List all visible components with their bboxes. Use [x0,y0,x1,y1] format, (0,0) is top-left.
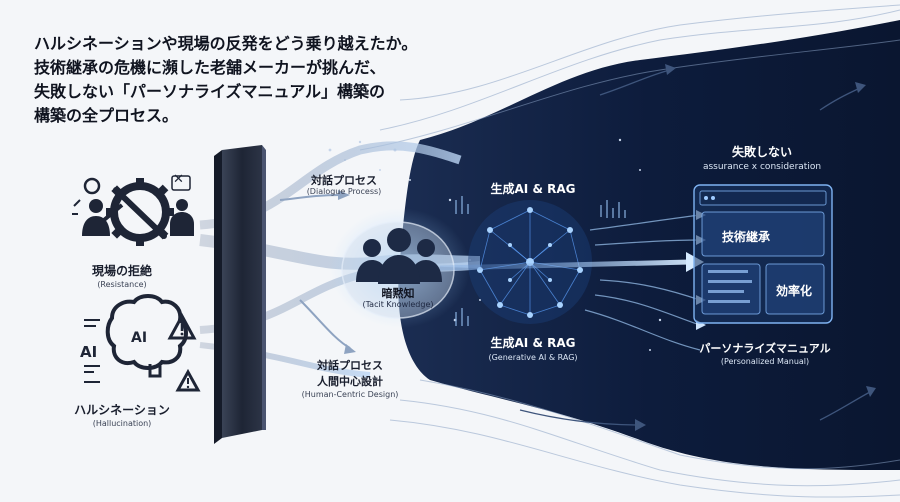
genai-top-label: 生成AI & RAG [490,182,576,196]
no-fail-label: 失敗しない [731,145,792,159]
title-line-2: 技術継承の危機に瀕した老舗メーカーが挑んだ、 [34,58,386,77]
tablet-barrier [214,145,266,444]
hallucination-sub: (Hallucination) [92,419,152,428]
resistance-icon [72,175,194,246]
ai-outer-text: AI [80,343,98,361]
flow-lines [359,4,900,498]
panel-tech-label: 技術継承 [722,230,771,244]
title-line-1: ハルシネーションや現場の反発をどう乗り越えたか。 [34,34,418,53]
manual-label: パーソナライズマニュアル [699,342,831,355]
hallucination-label: ハルシネーション [74,403,170,417]
tacit-label: 暗黙知 [381,287,415,300]
genai-sub: (Generative AI & RAG) [488,353,578,362]
resistance-sub: (Resistance) [97,280,147,289]
human-sub: (Human-Centric Design) [301,390,399,399]
dialogue-sub: (Dialogue Process) [306,187,382,196]
neural-network-icon [468,200,592,324]
people-icon [356,228,442,284]
dialogue-label: 対話プロセス [311,174,377,187]
human-label-2: 人間中心設計 [317,375,383,388]
page-title: ハルシネーションや現場の反発をどう乗り越えたか。 技術継承の危機に瀕した老舗メー… [34,32,454,128]
resistance-label: 現場の拒絶 [91,264,152,278]
flying-arrows [519,69,871,426]
assurance-label: assurance x consideration [702,162,822,172]
manual-sub: (Personalized Manual) [720,357,810,366]
bar-glyphs [455,196,626,326]
navy-wave [398,20,900,470]
data-streams [584,214,701,351]
genai-bottom-label: 生成AI & RAG [490,336,576,350]
title-line-3: 失敗しない「パーソナライズマニュアル」構築の [34,82,386,101]
mid-arrowheads [338,190,356,354]
title-line-4: 構築の全プロセス。 [34,106,179,125]
x-mark-icon: ✕ [173,172,184,187]
human-label-1: 対話プロセス [317,359,383,372]
brain-ai-text: AI [131,330,148,346]
flying-arrowheads [635,64,876,431]
tacit-sub: (Tacit Knowledge) [362,300,434,309]
main-flow-arrow [439,259,691,271]
hallucination-icon [84,294,201,392]
panel-eff-label: 効率化 [776,284,813,298]
manual-panel [693,184,833,324]
